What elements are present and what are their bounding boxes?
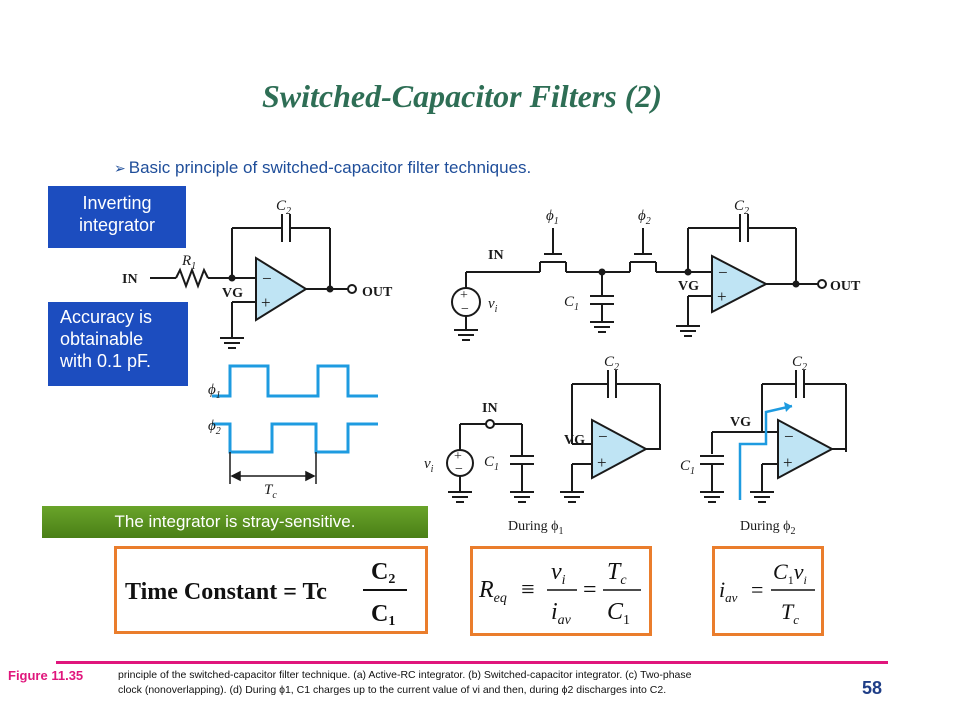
voltage-source-icon bbox=[446, 287, 481, 477]
time-constant-text: Time Constant = Tc bbox=[125, 579, 327, 605]
equiv-sign: ≡ bbox=[521, 577, 535, 603]
svg-text:−: − bbox=[784, 427, 794, 446]
callout-line: obtainable bbox=[60, 329, 144, 349]
svg-text:−: − bbox=[262, 269, 272, 288]
svg-text:C2: C2 bbox=[792, 354, 807, 373]
equals-sign: = bbox=[583, 577, 597, 603]
bullet-arrow-icon: ➢ bbox=[114, 160, 126, 176]
callout-line: integrator bbox=[78, 215, 156, 235]
callout-line: Accuracy is bbox=[60, 307, 153, 327]
svg-text:Tc: Tc bbox=[264, 482, 277, 501]
svg-text:C2: C2 bbox=[734, 198, 749, 217]
svg-text:+: + bbox=[783, 453, 793, 472]
svg-text:vi: vi bbox=[551, 559, 566, 588]
footer-divider bbox=[56, 661, 888, 664]
svg-text:C2: C2 bbox=[276, 198, 291, 217]
caption-line: principle of the switched-capacitor filt… bbox=[118, 669, 692, 681]
source-plus: + bbox=[454, 449, 462, 464]
svg-text:C1: C1 bbox=[680, 458, 695, 477]
component-labels: R1 C2 C2 C2 C2 C1 C1 C1 vi vi ϕ1 ϕ2 ϕ1 ϕ… bbox=[181, 198, 807, 501]
svg-text:During ϕ2: During ϕ2 bbox=[740, 519, 796, 537]
svg-text:+: + bbox=[261, 293, 271, 312]
current-arrow-head bbox=[784, 402, 792, 412]
svg-text:C1: C1 bbox=[607, 599, 630, 628]
svg-text:Tc: Tc bbox=[781, 599, 799, 627]
formula-iav: iav = C1vi Tc bbox=[712, 546, 824, 636]
page-number: 58 bbox=[862, 678, 883, 698]
source-plus: + bbox=[460, 288, 468, 303]
svg-text:iav: iav bbox=[551, 599, 572, 628]
svg-text:C1: C1 bbox=[371, 601, 395, 629]
callout-accuracy: Accuracy is obtainable with 0.1 pF. bbox=[48, 302, 188, 386]
svg-text:+: + bbox=[717, 287, 727, 306]
active-rc-integrator bbox=[150, 214, 357, 349]
circuit-labels: IN OUT VG IN OUT VG IN VG VG bbox=[122, 248, 861, 448]
caption-line: clock (nonoverlapping). (d) During ϕ1, C… bbox=[118, 684, 667, 696]
during-phi1-circuit bbox=[448, 370, 661, 503]
during-phi2-circuit bbox=[700, 370, 847, 503]
label-vg: VG bbox=[678, 279, 699, 294]
figure-label: Figure 11.35 bbox=[8, 668, 84, 683]
current-path-arrow bbox=[738, 404, 793, 500]
svg-text:C1: C1 bbox=[564, 294, 579, 313]
callout-inverting-integrator: Inverting integrator bbox=[48, 186, 186, 248]
label-out: OUT bbox=[830, 279, 861, 294]
label-in: IN bbox=[482, 401, 498, 416]
source-polarity: + − + − bbox=[454, 288, 469, 477]
bullet-point: ➢Basic principle of switched-capacitor f… bbox=[114, 158, 531, 178]
callout-line: with 0.1 pF. bbox=[60, 351, 152, 371]
svg-text:C1: C1 bbox=[484, 454, 499, 473]
svg-text:−: − bbox=[718, 263, 728, 282]
req-equation: Req ≡ vi iav = Tc C1 bbox=[478, 559, 641, 628]
opamp-polarity: −+ −+ −+ −+ bbox=[261, 263, 794, 472]
label-in: IN bbox=[122, 272, 138, 287]
svg-text:R1: R1 bbox=[181, 253, 196, 272]
svg-text:C1vi: C1vi bbox=[773, 559, 807, 587]
label-in: IN bbox=[488, 248, 504, 263]
svg-text:Tc: Tc bbox=[607, 559, 627, 588]
formula-time-constant: Time Constant = Tc C2 C1 bbox=[114, 546, 428, 634]
equals-sign: = bbox=[751, 577, 763, 602]
slide-title: Switched-Capacitor Filters (2) bbox=[262, 78, 662, 114]
label-vg: VG bbox=[730, 415, 751, 430]
source-minus: − bbox=[455, 462, 463, 477]
circuit-diagrams: + − + − −+ −+ −+ −+ IN bbox=[122, 198, 861, 537]
svg-text:C2: C2 bbox=[604, 354, 619, 373]
switched-capacitor-integrator bbox=[454, 214, 827, 341]
figure-caption: principle of the switched-capacitor filt… bbox=[118, 668, 878, 698]
time-constant-equation: Time Constant = Tc C2 C1 bbox=[125, 559, 407, 629]
svg-text:ϕ2: ϕ2 bbox=[638, 208, 651, 227]
source-minus: − bbox=[461, 302, 469, 317]
svg-text:ϕ1: ϕ1 bbox=[546, 208, 559, 227]
svg-text:iav: iav bbox=[719, 577, 738, 605]
label-out: OUT bbox=[362, 285, 393, 300]
callout-line: Inverting bbox=[82, 193, 152, 213]
period-marker bbox=[229, 452, 317, 484]
label-vg: VG bbox=[222, 286, 243, 301]
svg-text:+: + bbox=[597, 453, 607, 472]
svg-text:−: − bbox=[598, 427, 608, 446]
formula-req: Req ≡ vi iav = Tc C1 bbox=[470, 546, 652, 636]
svg-text:Req: Req bbox=[478, 577, 507, 606]
svg-text:ϕ1: ϕ1 bbox=[208, 382, 221, 401]
iav-equation: iav = C1vi Tc bbox=[719, 559, 815, 627]
phase-captions: During ϕ1 During ϕ2 bbox=[508, 519, 796, 537]
svg-text:ϕ2: ϕ2 bbox=[208, 418, 221, 437]
clock-waveforms bbox=[212, 364, 378, 454]
stray-sensitive-note: The integrator is stray-sensitive. bbox=[42, 506, 428, 538]
svg-text:vi: vi bbox=[488, 296, 498, 315]
label-vg: VG bbox=[564, 433, 585, 448]
bullet-text: Basic principle of switched-capacitor fi… bbox=[128, 158, 532, 177]
svg-text:vi: vi bbox=[424, 456, 434, 475]
svg-text:C2: C2 bbox=[371, 559, 395, 587]
svg-text:During ϕ1: During ϕ1 bbox=[508, 519, 564, 537]
